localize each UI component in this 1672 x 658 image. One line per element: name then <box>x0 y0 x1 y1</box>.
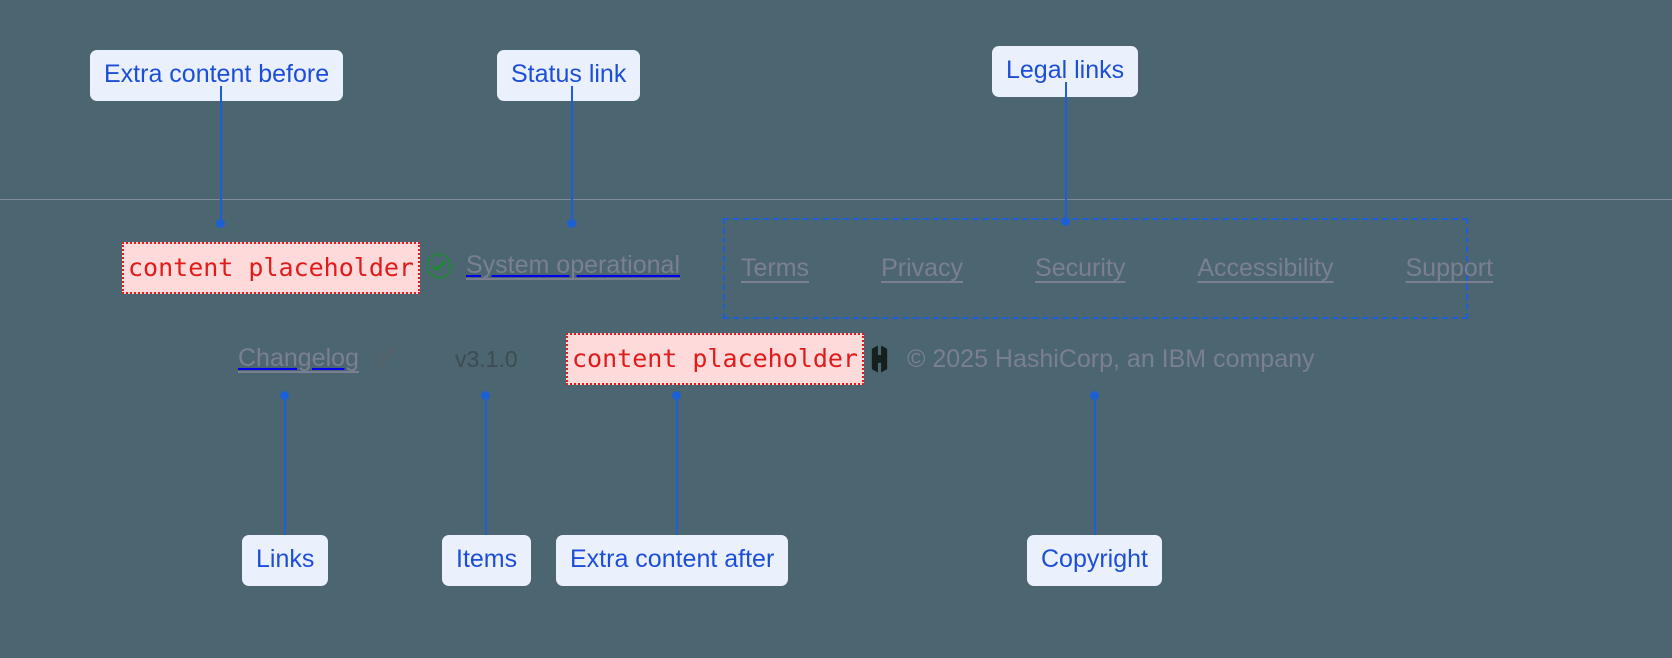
hashicorp-logo-icon <box>866 344 893 374</box>
copyright-text: © 2025 HashiCorp, an IBM company <box>907 344 1315 373</box>
annotation-leader-legal-links <box>1065 82 1067 222</box>
external-link-icon <box>373 346 398 371</box>
annotation-label-items: Items <box>442 535 532 586</box>
changelog-link-label: Changelog <box>238 344 359 372</box>
annotation-label-copyright: Copyright <box>1027 535 1162 586</box>
annotation-dot-extra-content-before <box>216 219 225 228</box>
status-link[interactable]: System operational <box>425 251 680 280</box>
changelog-link[interactable]: Changelog <box>238 344 398 373</box>
legal-link-support[interactable]: Support <box>1405 254 1494 282</box>
extra-content-after-placeholder: content placeholder <box>566 333 864 385</box>
annotation-dot-copyright <box>1090 391 1099 400</box>
legal-link-security[interactable]: Security <box>1035 254 1126 282</box>
legal-link-privacy[interactable]: Privacy <box>881 254 964 282</box>
legal-link-accessibility[interactable]: Accessibility <box>1197 254 1334 282</box>
extra-content-before-placeholder: content placeholder <box>122 242 420 294</box>
legal-link-terms[interactable]: Terms <box>741 254 810 282</box>
annotation-leader-copyright <box>1094 396 1096 535</box>
annotation-dot-links <box>280 391 289 400</box>
copyright-block: © 2025 HashiCorp, an IBM company <box>866 344 1315 374</box>
annotation-leader-links <box>284 396 286 535</box>
check-circle-icon <box>425 252 453 280</box>
version-label: v3.1.0 <box>455 346 518 372</box>
annotation-leader-extra-content-after <box>676 396 678 535</box>
status-link-label: System operational <box>466 251 681 279</box>
annotation-dot-status-link <box>567 219 576 228</box>
annotation-leader-extra-content-before <box>220 86 222 224</box>
annotation-dot-legal-links <box>1061 217 1070 226</box>
annotation-dot-items <box>481 391 490 400</box>
annotation-dot-extra-content-after <box>672 391 681 400</box>
annotation-leader-items <box>485 396 487 535</box>
annotation-leader-status-link <box>571 86 573 224</box>
annotation-label-status-link: Status link <box>497 50 641 101</box>
annotation-label-extra-content-before: Extra content before <box>90 50 344 101</box>
annotation-label-extra-content-after: Extra content after <box>556 535 789 586</box>
annotation-label-links: Links <box>242 535 329 586</box>
legal-links-group: Terms Privacy Security Accessibility Sup… <box>723 218 1493 319</box>
